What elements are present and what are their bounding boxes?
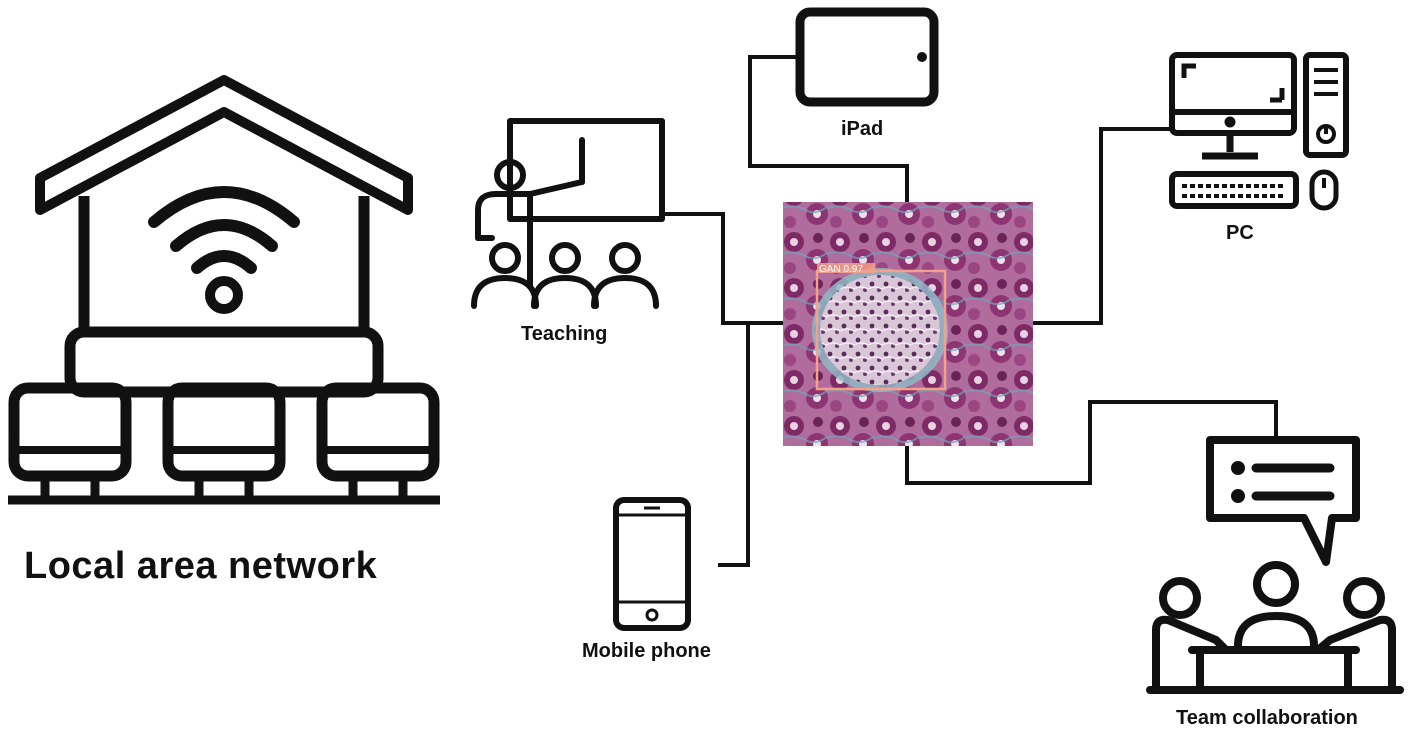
pc-label: PC (1226, 222, 1254, 244)
connector-pc (1033, 127, 1170, 325)
ipad-label: iPad (841, 118, 884, 140)
ipad-icon (795, 7, 939, 107)
team-collaboration-icon (1146, 436, 1404, 694)
pc-icon (1169, 52, 1349, 211)
mobile-phone-icon (613, 497, 691, 631)
mobile-phone-label: Mobile phone (582, 640, 711, 662)
connector-lines (662, 55, 1278, 567)
pathology-slide-image: GAN 0.97 (783, 202, 1033, 446)
connector-teaching (662, 212, 783, 325)
lan-label: Local area network (24, 545, 378, 587)
connector-ipad (748, 55, 909, 202)
house-wifi-network-icon (8, 75, 440, 505)
team-collaboration-label: Team collaboration (1176, 707, 1358, 729)
teaching-icon (471, 118, 665, 309)
detection-box (815, 269, 947, 391)
detection-label: GAN 0.97 (819, 264, 863, 275)
connector-team (905, 400, 1278, 485)
connector-mobile (718, 323, 750, 567)
teaching-label: Teaching (521, 323, 608, 345)
